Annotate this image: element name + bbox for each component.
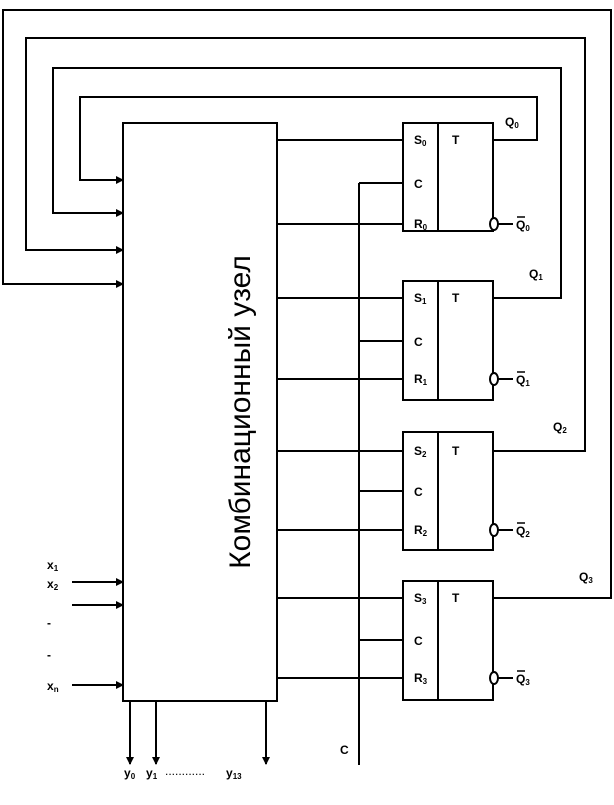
flip-flop-1-inversion-bubble [489, 372, 499, 386]
flip-flop-0-nq-label: Q0 [516, 218, 530, 233]
flip-flop-0-c-label: C [414, 177, 423, 191]
flip-flop-0-type-label: T [452, 133, 460, 147]
flip-flop-3-c-label: C [414, 634, 423, 648]
input-label-1: x2 [47, 577, 59, 592]
flip-flop-1-r-label: R1 [414, 372, 428, 387]
flip-flop-3-inversion-bubble [489, 671, 499, 685]
flip-flop-3-q-label: Q3 [579, 570, 593, 585]
flip-flop-2-nq-label: Q2 [516, 524, 530, 539]
flip-flop-2-type-label: T [452, 444, 460, 458]
flip-flop-3-nq-label: Q3 [516, 672, 530, 687]
flip-flop-0-r-label: R0 [414, 217, 428, 232]
input-label-2: - [47, 616, 51, 630]
flip-flop-1-c-label: C [414, 335, 423, 349]
flip-flop-2-s-label: S2 [414, 444, 427, 459]
output-label-1: y1 [146, 766, 158, 781]
outputs-ellipsis: ............ [165, 764, 205, 778]
output-label-0: y0 [124, 766, 136, 781]
flip-flop-3-feedback-wire [2, 9, 612, 599]
combinational-block-label: Комбинационный узел [224, 255, 257, 569]
flip-flop-2-c-label: C [414, 485, 423, 499]
flip-flop-2-inversion-bubble [489, 523, 499, 537]
flip-flop-0-q-label: Q0 [505, 115, 519, 130]
input-label-4: xn [47, 679, 59, 694]
flip-flop-0-feedback-wire [79, 96, 538, 184]
flip-flop-0-inversion-bubble [489, 217, 499, 231]
flip-flop-0-s-label: S0 [414, 133, 427, 148]
flip-flop-0 [402, 122, 494, 232]
flip-flop-1-nq-label: Q1 [516, 373, 530, 388]
clock-label: C [340, 743, 349, 757]
flip-flop-1-type-label: T [452, 291, 460, 305]
flip-flop-3-r-label: R3 [414, 671, 428, 686]
combinational-block [122, 122, 278, 702]
flip-flop-2-r-label: R2 [414, 523, 428, 538]
flip-flop-3-s-label: S3 [414, 591, 427, 606]
input-label-0: x1 [47, 558, 59, 573]
flip-flop-2-q-label: Q2 [553, 420, 567, 435]
flip-flop-1-s-label: S1 [414, 291, 427, 306]
flip-flop-3-type-label: T [452, 591, 460, 605]
output-label-2: y13 [226, 766, 242, 781]
flip-flop-2-feedback-wire [25, 37, 586, 452]
input-label-3: - [47, 648, 51, 662]
flip-flop-1-q-label: Q1 [529, 267, 543, 282]
flip-flop-1-feedback-wire [52, 67, 562, 299]
